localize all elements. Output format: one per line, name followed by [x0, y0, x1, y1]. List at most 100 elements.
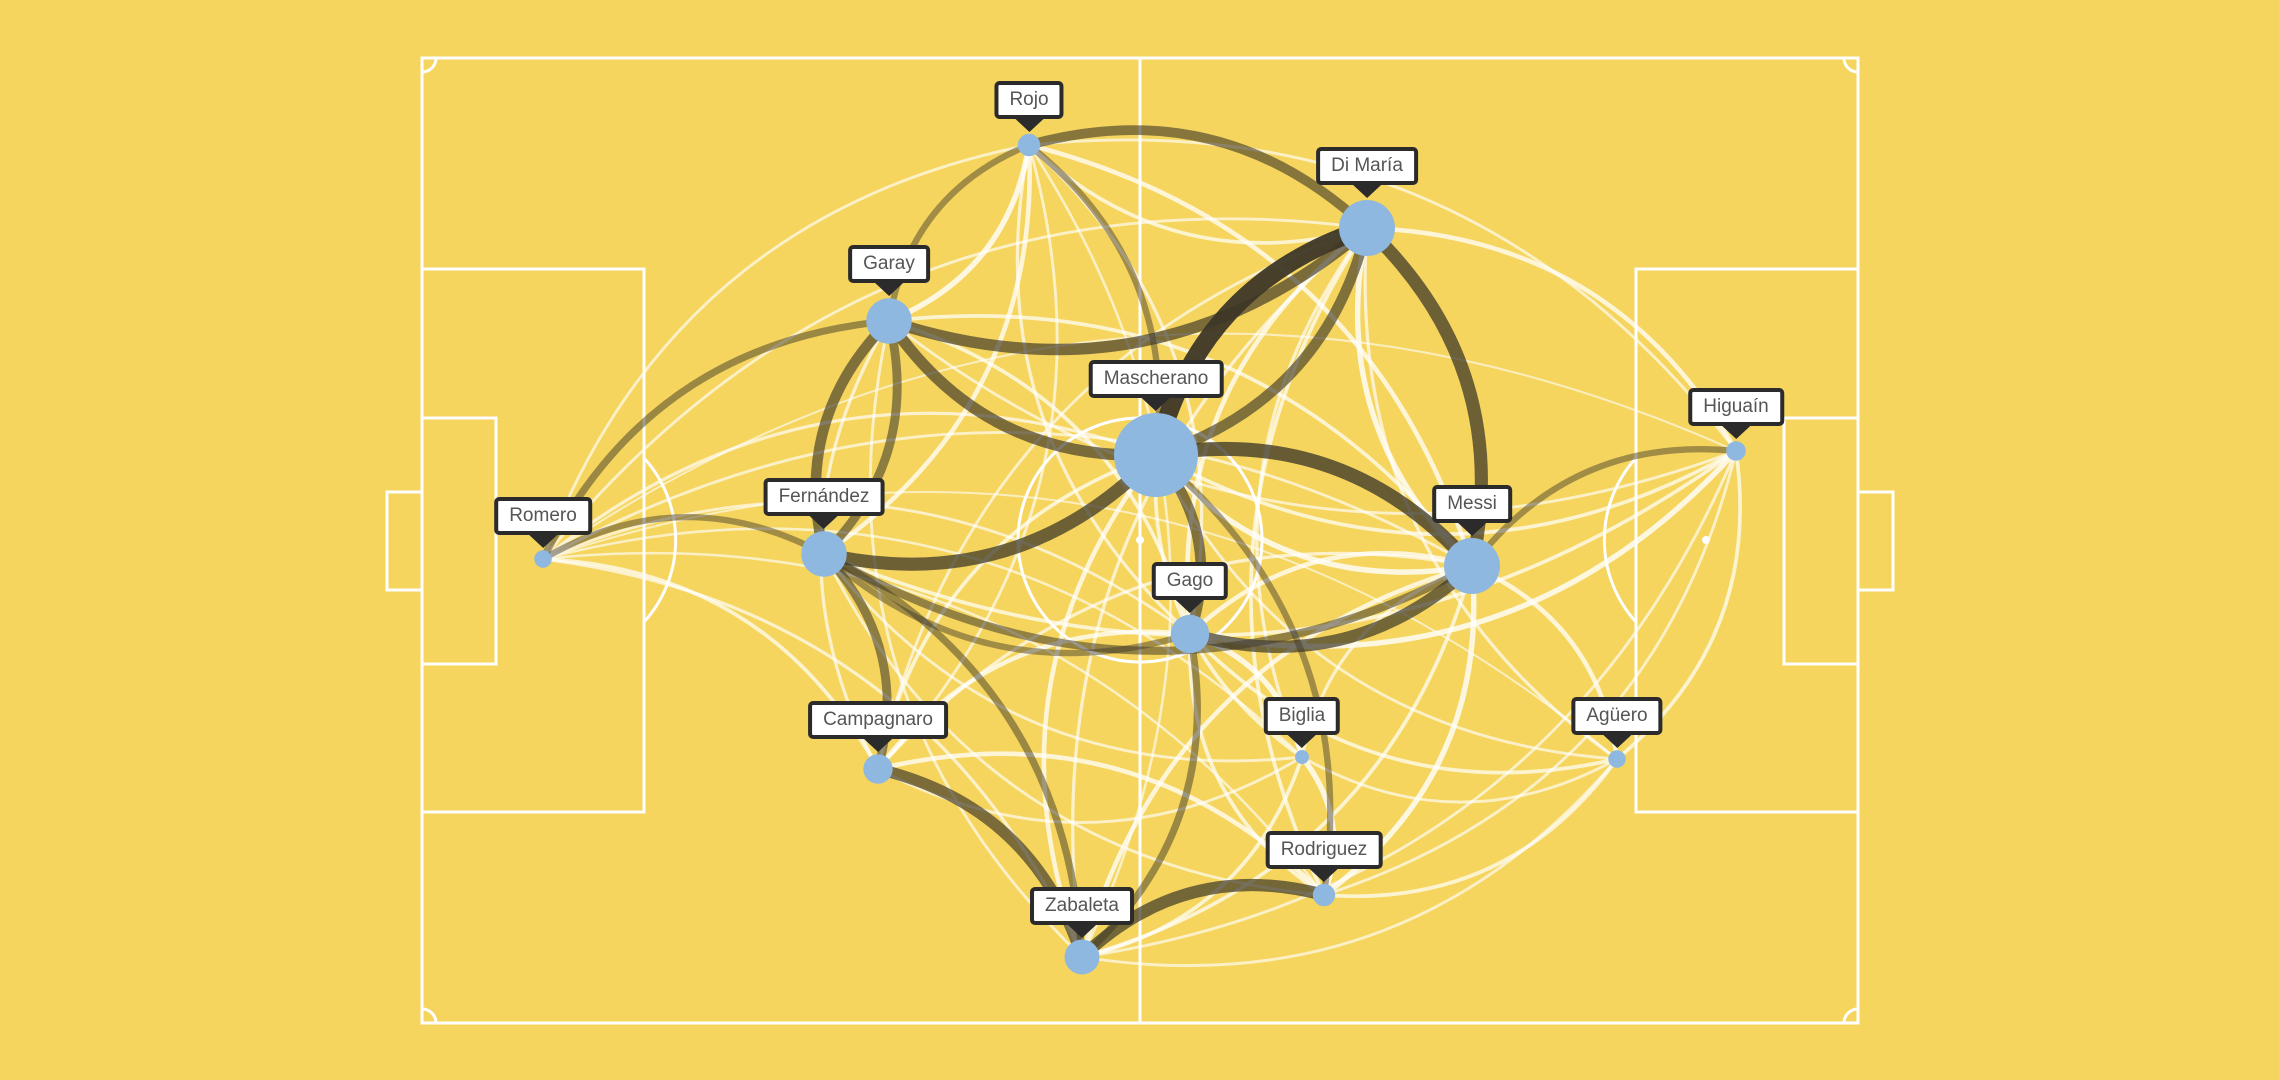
pass-edge-dimaria-mascherano	[1150, 222, 1373, 461]
player-label-messi: Messi	[1432, 485, 1512, 536]
label-pointer	[1722, 426, 1750, 440]
pass-edge-biglia-fernandez	[822, 552, 1304, 763]
center-spot	[1136, 536, 1144, 544]
pass-edge-aguero-zabaleta	[1080, 757, 1619, 967]
pass-edge-rojo-higuain	[1027, 138, 1738, 453]
player-node-aguero[interactable]	[1608, 750, 1626, 768]
pass-edge-rojo-messi	[1026, 142, 1475, 569]
pass-edge-aguero-gago	[1188, 632, 1619, 775]
pass-edge-rojo-campagnaro	[876, 143, 1059, 771]
player-label-gago: Gago	[1151, 561, 1229, 613]
player-label-aguero: Agüero	[1571, 697, 1663, 749]
player-label-campagnaro: Campagnaro	[808, 701, 948, 753]
label-pointer	[1309, 868, 1338, 882]
player-nodes	[534, 133, 1746, 975]
left-penalty-arc	[642, 456, 678, 624]
pass-edge-dimaria-garay	[883, 222, 1373, 356]
pass-edge-rojo-dimaria	[1024, 125, 1372, 233]
label-pointer	[528, 535, 557, 549]
player-node-campagnaro[interactable]	[863, 754, 893, 784]
pass-edge-romero-mascherano	[541, 411, 1158, 561]
pass-edge-mascherano-messi	[1149, 441, 1479, 573]
pass-edge-higuain-garay	[887, 319, 1738, 515]
player-name: Agüero	[1571, 697, 1663, 736]
player-node-messi[interactable]	[1444, 538, 1500, 594]
label-pointer	[1175, 599, 1204, 613]
player-name: Romero	[494, 497, 592, 536]
player-name: Campagnaro	[808, 701, 948, 740]
right-penalty-area	[1634, 267, 1860, 814]
right-goal	[1856, 490, 1895, 592]
pass-edge-romero-zabaleta	[541, 557, 1084, 959]
pass-edge-romero-biglia	[541, 527, 1304, 759]
player-node-rodriguez[interactable]	[1312, 883, 1336, 907]
pass-edge-garay-fernandez	[819, 316, 902, 559]
player-label-dimaria: Di María	[1316, 147, 1418, 198]
pass-edge-romero-fernandez	[539, 514, 828, 563]
player-node-gago[interactable]	[1170, 614, 1210, 654]
player-name: Fernández	[763, 478, 885, 517]
pass-edge-campagnaro-rodriguez	[875, 751, 1327, 898]
pass-edge-zabaleta-garay	[868, 319, 1084, 959]
player-name: Garay	[848, 245, 930, 284]
player-node-fernandez[interactable]	[801, 531, 847, 577]
player-name: Zabaleta	[1030, 886, 1134, 925]
pass-edge-rojo-garay	[886, 142, 1032, 324]
pass-edges	[539, 125, 1743, 967]
player-node-biglia[interactable]	[1295, 750, 1309, 764]
pass-edge-romero-rojo	[541, 143, 1031, 561]
player-label-romero: Romero	[494, 497, 592, 549]
player-name: Biglia	[1263, 697, 1341, 735]
player-name: Higuaín	[1688, 388, 1784, 427]
corner-arc-bottom-left	[421, 1007, 438, 1024]
pass-edge-messi-higuain	[1468, 446, 1740, 570]
player-label-biglia: Biglia	[1263, 697, 1341, 748]
pass-edge-zabaleta-mascherano	[1041, 452, 1159, 960]
pass-edge-messi-gago	[1183, 559, 1479, 653]
player-name: Di María	[1316, 147, 1418, 185]
pass-edge-mascherano-fernandez	[817, 448, 1163, 571]
pass-edge-aguero-rodriguez	[1322, 757, 1619, 899]
right-penalty-arc	[1602, 456, 1638, 624]
label-pointer	[1352, 185, 1381, 198]
pass-edge-fernandez-zabaleta	[820, 550, 1086, 961]
player-name: Rodriguez	[1265, 830, 1383, 869]
player-node-dimaria[interactable]	[1339, 200, 1395, 256]
label-pointer	[864, 739, 892, 753]
player-label-rodriguez: Rodriguez	[1265, 830, 1383, 882]
label-pointer	[1603, 735, 1631, 749]
pass-edge-zabaleta-rodriguez	[1075, 878, 1331, 964]
corner-arc-top-right	[1842, 57, 1859, 74]
label-pointer	[1067, 924, 1096, 938]
player-node-garay[interactable]	[866, 298, 912, 344]
player-name: Rojo	[994, 80, 1064, 119]
player-label-fernandez: Fernández	[763, 478, 885, 530]
pass-edge-gago-rojo	[1015, 143, 1192, 636]
player-node-romero[interactable]	[534, 550, 552, 568]
corner-arc-top-left	[421, 57, 438, 74]
label-pointer	[1287, 735, 1316, 748]
label-pointer	[1014, 118, 1043, 132]
pass-edge-higuain-fernandez	[822, 449, 1738, 638]
player-node-higuain[interactable]	[1726, 441, 1746, 461]
player-node-zabaleta[interactable]	[1064, 939, 1100, 975]
player-node-mascherano[interactable]	[1114, 413, 1198, 497]
player-name: Messi	[1432, 485, 1512, 523]
corner-arc-bottom-right	[1842, 1007, 1859, 1024]
pass-edge-dimaria-higuain	[1364, 225, 1739, 454]
pass-edge-higuain-rodriguez	[1322, 449, 1738, 897]
player-name: Mascherano	[1088, 360, 1224, 398]
pass-edge-aguero-biglia	[1300, 755, 1619, 804]
label-pointer	[1142, 398, 1170, 411]
left-goal	[385, 490, 424, 592]
player-label-zabaleta: Zabaleta	[1030, 886, 1134, 938]
left-goal-area	[420, 416, 498, 666]
player-label-rojo: Rojo	[994, 80, 1064, 132]
pitch-markings	[385, 56, 1895, 1025]
pass-edge-rodriguez-gago	[1187, 632, 1326, 897]
pass-edge-messi-mascherano	[1153, 452, 1475, 575]
player-node-rojo[interactable]	[1017, 133, 1041, 157]
pass-edge-aguero-dimaria	[1363, 226, 1619, 761]
